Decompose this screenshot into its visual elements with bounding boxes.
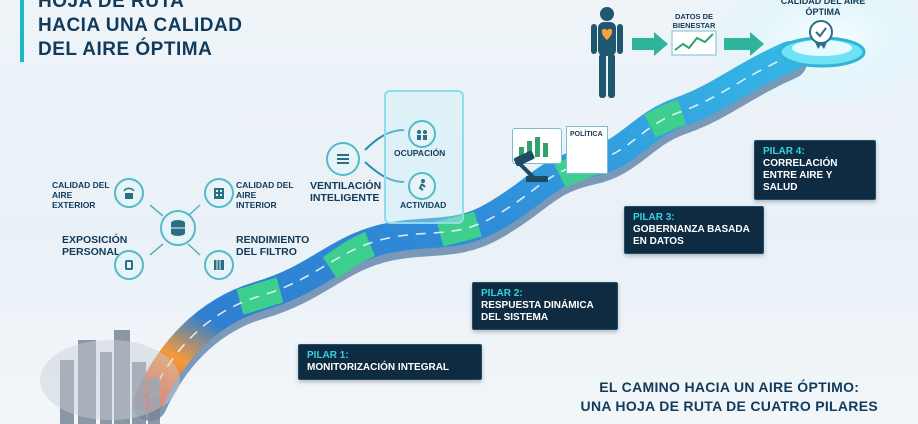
heart-icon (601, 28, 613, 40)
pillar-3-key: PILAR 3: (633, 212, 675, 223)
pillar-2-text: RESPUESTA DINÁMICA DEL SISTEMA (481, 300, 594, 323)
city-skyline (60, 330, 160, 424)
title-line: DEL AIRE ÓPTIMA (38, 39, 213, 60)
label-filter-performance: RENDIMIENTO DEL FILTRO (236, 234, 310, 258)
pillar-1-key: PILAR 1: (307, 350, 349, 361)
label-smart-ventilation: VENTILACIÓN INTELIGENTE (310, 180, 382, 204)
house-outline (384, 90, 464, 224)
pillar-4-text: CORRELACIÓN ENTRE AIRE Y SALUD (763, 158, 838, 193)
people-icon (408, 120, 436, 148)
road-centerline (149, 55, 791, 399)
pillar-2-key: PILAR 2: (481, 288, 523, 299)
pillar-3-text: GOBERNANZA BASADA EN DATOS (633, 224, 750, 247)
watch-icon (114, 250, 144, 280)
wellbeing-card: DATOS DE BIENESTAR (666, 12, 722, 61)
building-icon (204, 178, 234, 208)
caption-line: EL CAMINO HACIA UN AIRE ÓPTIMO: (599, 379, 860, 395)
label-wellbeing: DATOS DE BIENESTAR (672, 12, 716, 30)
pillar-2: PILAR 2: RESPUESTA DINÁMICA DEL SISTEMA (472, 282, 618, 330)
label-personal-exposure: EXPOSICIÓN PERSONAL (62, 234, 128, 258)
bottom-caption: EL CAMINO HACIA UN AIRE ÓPTIMO: UNA HOJA… (581, 378, 878, 416)
vent-icon (326, 142, 360, 176)
main-title: HOJA DE RUTA HACIA UNA CALIDAD DEL AIRE … (20, 0, 242, 62)
document-icon: POLÍTICA (566, 126, 608, 174)
label-policy: POLÍTICA (570, 131, 603, 138)
caption-line: UNA HOJA DE RUTA DE CUATRO PILARES (580, 398, 878, 414)
road-segment-green-2 (322, 231, 376, 279)
title-line: HOJA DE RUTA (38, 0, 185, 12)
database-icon (160, 210, 196, 246)
pillar-1-text: MONITORIZACIÓN INTEGRAL (307, 362, 450, 373)
pillar-1: PILAR 1: MONITORIZACIÓN INTEGRAL (298, 344, 482, 380)
runner-icon (408, 172, 436, 200)
label-outdoor-air: CALIDAD DEL AIRE EXTERIOR (52, 180, 110, 210)
title-line: HACIA UNA CALIDAD (38, 15, 243, 36)
gavel-icon (513, 150, 548, 182)
label-goal: CALIDAD DEL AIRE ÓPTIMA (780, 0, 866, 17)
road-segment-green-3 (436, 211, 482, 247)
label-occupancy: OCUPACIÓN (394, 148, 446, 158)
label-indoor-air: CALIDAD DEL AIRE INTERIOR (236, 180, 294, 210)
goal-block: CALIDAD DEL AIRE ÓPTIMA (778, 0, 868, 18)
medal-icon (809, 20, 833, 49)
filter-icon (204, 250, 234, 280)
pillar-4-key: PILAR 4: (763, 146, 805, 157)
label-activity: ACTIVIDAD (400, 200, 447, 210)
router-icon (114, 178, 144, 208)
road-segment-green-5 (644, 99, 687, 138)
flow-arrows (632, 32, 764, 56)
human-figure-icon (591, 7, 623, 98)
pillar-3: PILAR 3: GOBERNANZA BASADA EN DATOS (624, 206, 764, 254)
pillar-4: PILAR 4: CORRELACIÓN ENTRE AIRE Y SALUD (754, 140, 876, 200)
